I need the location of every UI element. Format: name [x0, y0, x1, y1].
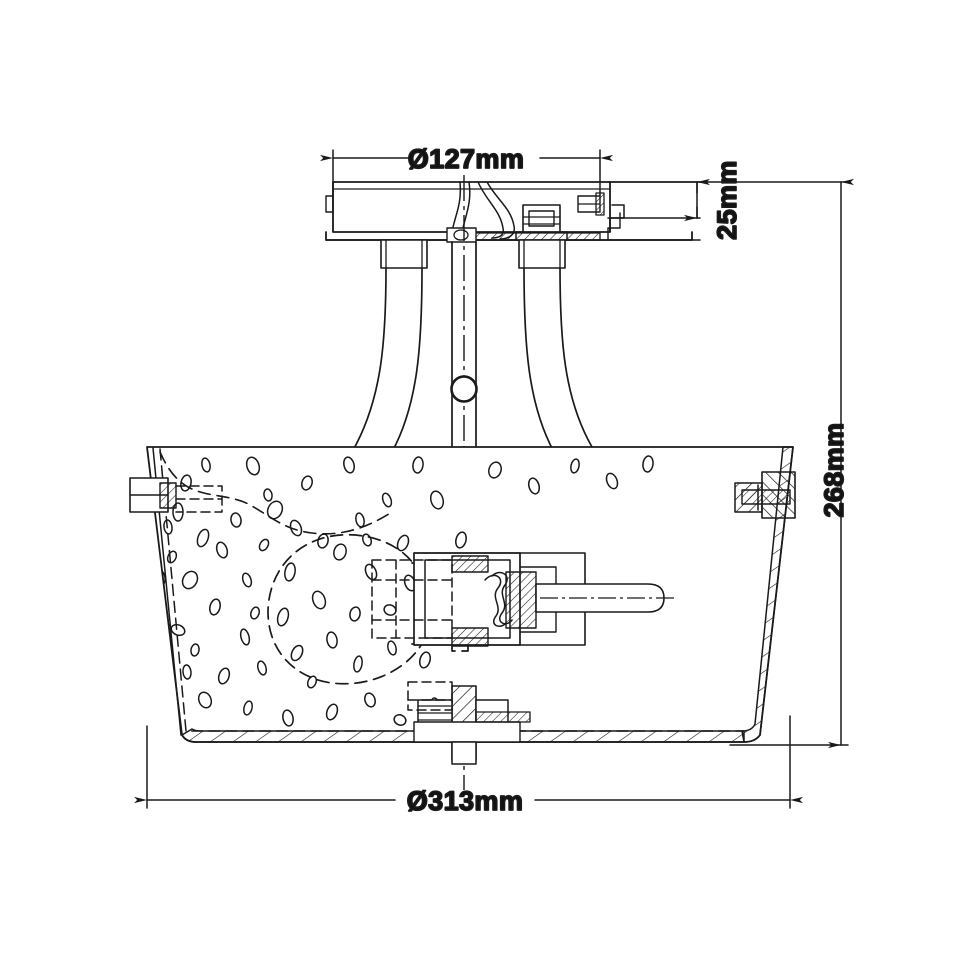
bottom-finial-nut — [407, 681, 531, 765]
dimension-canopy-height: 25mm — [607, 159, 743, 241]
dimension-canopy-diameter: Ø127mm — [320, 143, 613, 197]
lamp-socket-assembly — [371, 552, 676, 647]
socket-side-pin — [535, 583, 676, 613]
dimension-shade-diameter: Ø313mm — [134, 715, 803, 817]
glass-bubble-texture — [147, 455, 654, 727]
left-glass-clamp — [129, 477, 223, 522]
dimension-label-canopy-height: 25mm — [712, 160, 742, 240]
right-glass-clamp — [734, 471, 796, 519]
dimension-label-canopy-diameter: Ø127mm — [408, 144, 524, 174]
dimension-label-overall-height: 268mm — [819, 422, 849, 517]
stem-joint-node — [450, 375, 478, 403]
flange-threaded-strip — [454, 232, 601, 241]
ceiling-canopy-plate — [325, 181, 701, 241]
shade-inner-hidden-profile — [159, 451, 393, 535]
dimension-label-shade-diameter: Ø313mm — [407, 786, 523, 816]
arm-collars — [380, 239, 566, 269]
socket-set-screw — [484, 571, 537, 629]
canopy-edge-screw — [577, 192, 605, 216]
dimension-overall-height: 268mm — [609, 178, 854, 749]
